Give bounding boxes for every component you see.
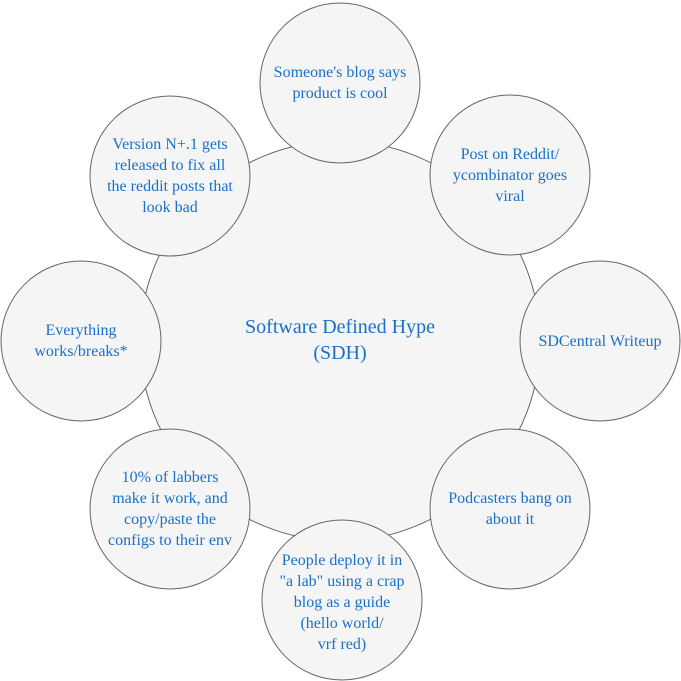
node-circle-top-right: [429, 94, 591, 256]
node-circle-left: [0, 260, 162, 422]
node-label-bottom-left: 10% of labbers make it work, and copy/pa…: [108, 469, 232, 549]
node-label-left: Everything works/breaks*: [34, 322, 128, 360]
node-label-top: Someone's blog says product is cool: [273, 64, 407, 102]
node-label-bottom: People deploy it in "a lab" using a crap…: [279, 551, 405, 653]
node-label-bottom-right: Podcasters bang on about it: [448, 490, 572, 528]
node-circle-bottom-left: [89, 428, 251, 590]
node-label-right: SDCentral Writeup: [538, 332, 662, 350]
node-circle-right: [519, 260, 681, 422]
node-circle-bottom-right: [429, 428, 591, 590]
node-circle-top-left: [89, 95, 251, 257]
node-circle-bottom: [261, 519, 423, 681]
node-label-top-left: Version N+.1 gets released to fix all th…: [107, 136, 233, 216]
node-circle-top: [259, 2, 421, 164]
node-label-top-right: Post on Reddit/ ycombinator goes viral: [452, 145, 568, 205]
center-node-label: Software Defined Hype (SDH): [245, 316, 435, 364]
